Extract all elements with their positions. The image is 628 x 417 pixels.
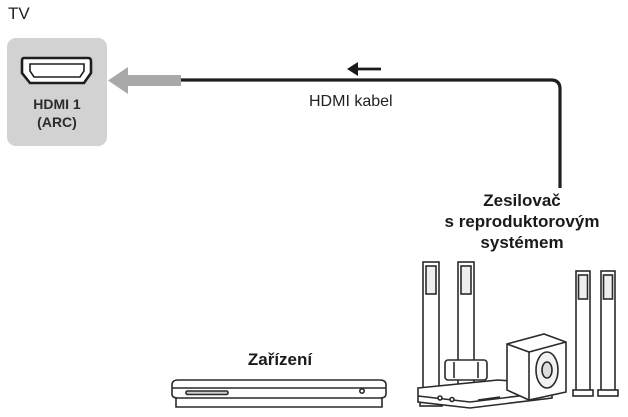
- tv-port-name-line2: (ARC): [37, 114, 77, 130]
- input-arrow-icon: [108, 67, 181, 94]
- tv-port-name-line1: HDMI 1: [33, 96, 81, 112]
- hdmi-port-icon: [20, 56, 93, 85]
- amplifier-speaker-system-illustration: [417, 261, 619, 409]
- hdmi-cable: [181, 78, 562, 188]
- amplifier-label: Zesilovač s reproduktorovým systémem: [412, 190, 628, 253]
- amplifier-label-line3: systémem: [480, 233, 564, 252]
- tv-port-label: HDMI 1 (ARC): [7, 95, 107, 131]
- signal-direction-arrow-icon: [347, 62, 381, 76]
- tv-label: TV: [8, 4, 30, 23]
- device-label: Zařízení: [247, 350, 313, 369]
- cable-label: HDMI kabel: [309, 93, 393, 110]
- amplifier-label-line1: Zesilovač: [483, 191, 561, 210]
- left-tower-speaker: [419, 261, 443, 407]
- amplifier-label-line2: s reproduktorovým: [444, 212, 600, 231]
- device-player-illustration: [171, 379, 387, 408]
- center-speaker: [444, 359, 488, 381]
- right-tower-speaker-front: [572, 270, 594, 397]
- subwoofer: [506, 333, 567, 401]
- right-tower-speaker-rear: [597, 270, 619, 397]
